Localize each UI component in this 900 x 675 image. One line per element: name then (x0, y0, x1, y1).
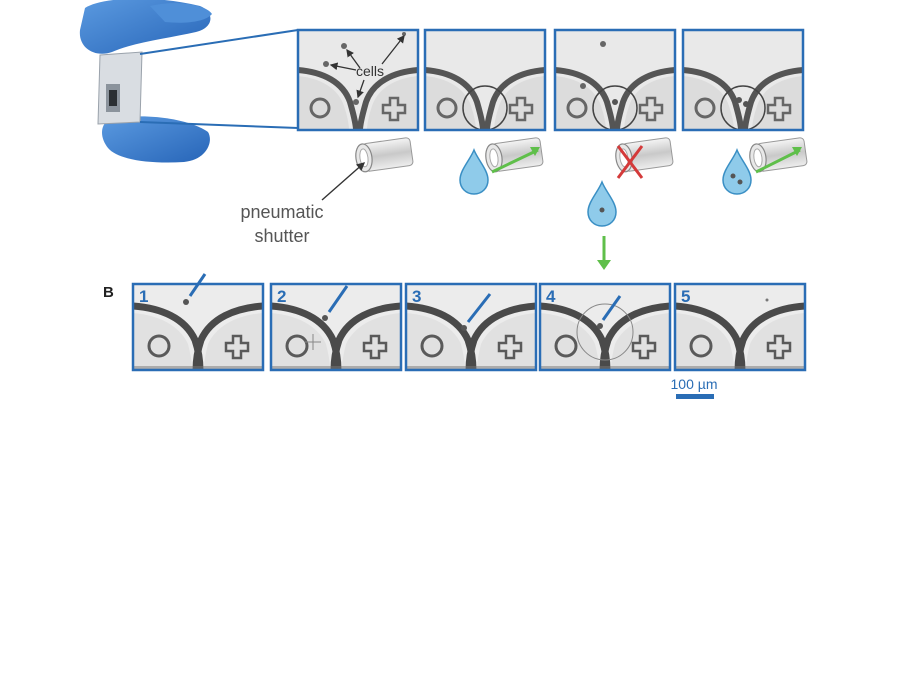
shutter-label-line-1: pneumatic (240, 202, 323, 222)
open-arrowhead-4 (792, 147, 802, 156)
scale-bar-label: 100 µm (671, 376, 718, 392)
cells-label: cells (356, 63, 384, 79)
down-arrowhead (597, 260, 611, 270)
droplet-4 (722, 149, 752, 195)
shutter-tube-4 (747, 136, 809, 174)
cells-pointer-3 (381, 34, 405, 65)
panel-a-frame-1: cells (298, 30, 418, 130)
cells-pointer-2 (329, 62, 357, 71)
frame-number-2: 2 (277, 287, 286, 306)
shutter-pointer (321, 162, 366, 201)
open-arrow-4 (755, 148, 801, 174)
zoom-line-bottom (139, 121, 299, 129)
zoom-line-top (139, 29, 299, 55)
blocked-cross-b (616, 145, 644, 179)
shutter-tube-1 (353, 136, 415, 174)
scale-bar (676, 394, 714, 399)
frame-number-1: 1 (139, 287, 148, 306)
panel-b-frame-3: 3 (406, 284, 536, 370)
panel-a-frame-2 (425, 30, 545, 130)
droplet-3 (587, 181, 617, 227)
open-arrowhead-2 (530, 147, 540, 156)
panel-b-frame-2: 2 (271, 284, 401, 370)
crosshair-icon (305, 334, 321, 350)
gloved-hand-photo (79, 0, 212, 163)
cells-pointer-4 (356, 79, 365, 99)
frame-number-4: 4 (546, 287, 556, 306)
panel-a-frame-3 (555, 30, 675, 130)
droplet-1 (459, 149, 489, 195)
panel-b-frame-4: 4 (540, 284, 670, 370)
open-arrow-2 (491, 148, 539, 174)
frame-number-3: 3 (412, 287, 421, 306)
shutter-label-line-2: shutter (254, 226, 309, 246)
cells-pointer-1 (346, 48, 361, 69)
panel-b-frame-5: 5 (675, 284, 805, 370)
panel-b-label: B (103, 284, 114, 301)
panel-b-frame-1: 1 (133, 273, 263, 370)
panel-a-frame-4 (683, 30, 803, 130)
frame-number-5: 5 (681, 287, 690, 306)
